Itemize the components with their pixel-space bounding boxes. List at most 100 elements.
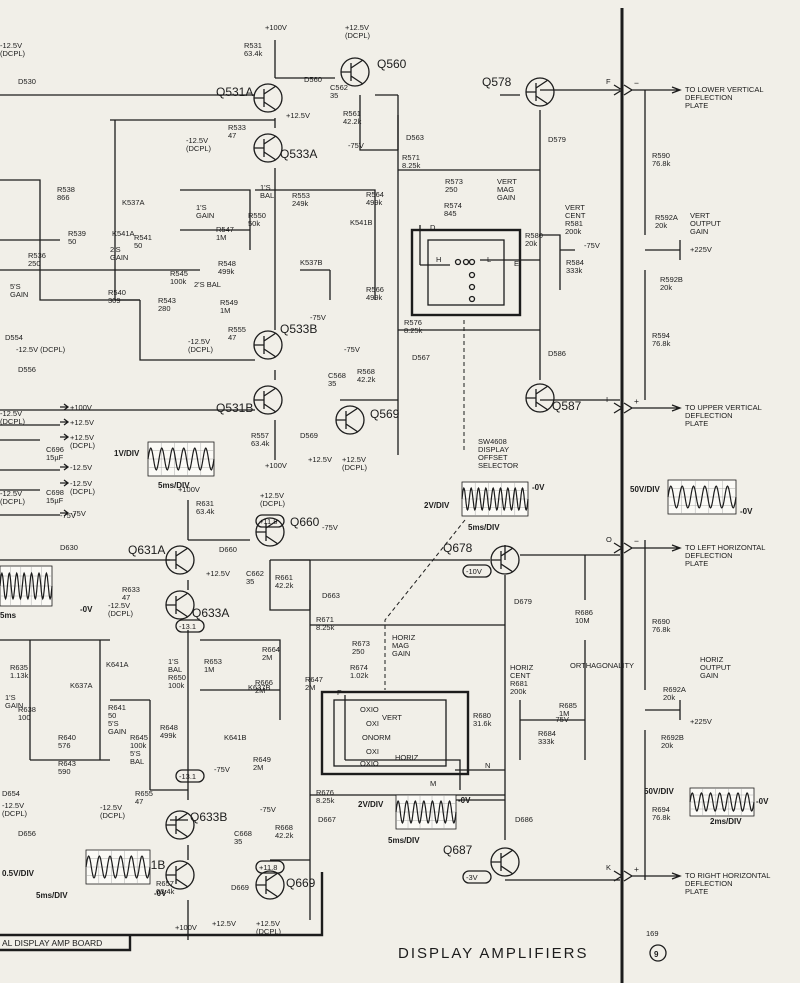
transistor-label: Q578 <box>482 75 512 89</box>
switch-position-s5: OXI <box>366 747 379 756</box>
transistor-q531b: Q531B <box>216 385 283 415</box>
waveform-volts-per-div: 50V/DIV <box>644 787 674 796</box>
transistor-q660: Q660 <box>255 515 320 547</box>
component-c66: +100V <box>265 461 287 470</box>
component-c37: K537B <box>300 258 323 267</box>
component-c54: D567 <box>412 353 430 362</box>
waveform-level: -0V <box>458 796 471 805</box>
waveform-w3: 50V/DIV -0V <box>630 479 753 516</box>
waveform-time-per-div: 5ms/DIV <box>158 481 190 490</box>
diagram-number: 9 <box>654 950 659 959</box>
component-c134: +100V <box>175 923 197 932</box>
component-c11: -12.5V(DCPL) <box>186 136 212 153</box>
switch-position-s3: VERT <box>382 713 402 722</box>
output-polarity: − <box>634 78 639 88</box>
page-title: DISPLAY AMPLIFIERS <box>398 945 589 962</box>
waveform-level: -0V <box>740 507 753 516</box>
component-c09: -12.5V(DCPL) <box>0 41 26 58</box>
component-c60: -12.5V(DCPL) <box>188 337 214 354</box>
switch-position-s2: OXI <box>366 719 379 728</box>
component-c123: D686 <box>515 815 533 824</box>
switch-position-s7: HORIZ <box>395 753 419 762</box>
component-c82: -12.5V(DCPL) <box>108 601 134 618</box>
voltage-v4: +11.8 <box>255 860 285 874</box>
rail-label: +12.5V <box>70 418 94 427</box>
transistor-label: Q633A <box>192 606 229 620</box>
voltage-v5: -10V <box>462 564 492 578</box>
output-pin: I <box>606 395 608 404</box>
waveform-volts-per-div: 1V/DIV <box>114 449 140 458</box>
component-c73: +100V <box>178 485 200 494</box>
component-c136: +12.5V(DCPL) <box>256 919 282 936</box>
switch-position-s13: E <box>514 259 519 268</box>
component-c76: D660 <box>219 545 237 554</box>
switch-position-s4: ONORM <box>362 733 391 742</box>
waveform-volts-per-div: 50V/DIV <box>630 485 660 494</box>
rail-r6: -75V <box>60 509 86 518</box>
transistor-label: Q669 <box>286 876 316 890</box>
output-polarity: + <box>634 864 639 874</box>
vertical-amp-wiring <box>0 40 681 516</box>
transistor-label: Q660 <box>290 515 320 529</box>
transistor-q560: Q560 <box>340 57 407 87</box>
component-c133: D669 <box>231 883 249 892</box>
component-c61: -75V <box>344 345 360 354</box>
transistor-label: Q560 <box>377 57 407 71</box>
component-c135: +12.5V <box>212 919 236 928</box>
voltage-mark: -3V <box>466 873 478 882</box>
component-c94: K637A <box>70 681 93 690</box>
waveform-level: -0V <box>154 889 167 898</box>
page-number: 169 <box>646 929 659 938</box>
rail-label: +100V <box>70 403 92 412</box>
component-c22: K537A <box>122 198 145 207</box>
transistor-label: Q569 <box>370 407 400 421</box>
transistor-label: Q531B <box>216 401 253 415</box>
rail-r3: +12.5V(DCPL) <box>60 433 96 450</box>
transistor-label: Q633B <box>190 810 227 824</box>
waveform-w4: 5ms-0V <box>0 565 93 620</box>
component-c08: -75V <box>348 141 364 150</box>
transistor-q669: Q669 <box>255 870 316 900</box>
waveform-volts-per-div: 2V/DIV <box>358 800 384 809</box>
offset-selector-switch[interactable] <box>320 228 522 776</box>
